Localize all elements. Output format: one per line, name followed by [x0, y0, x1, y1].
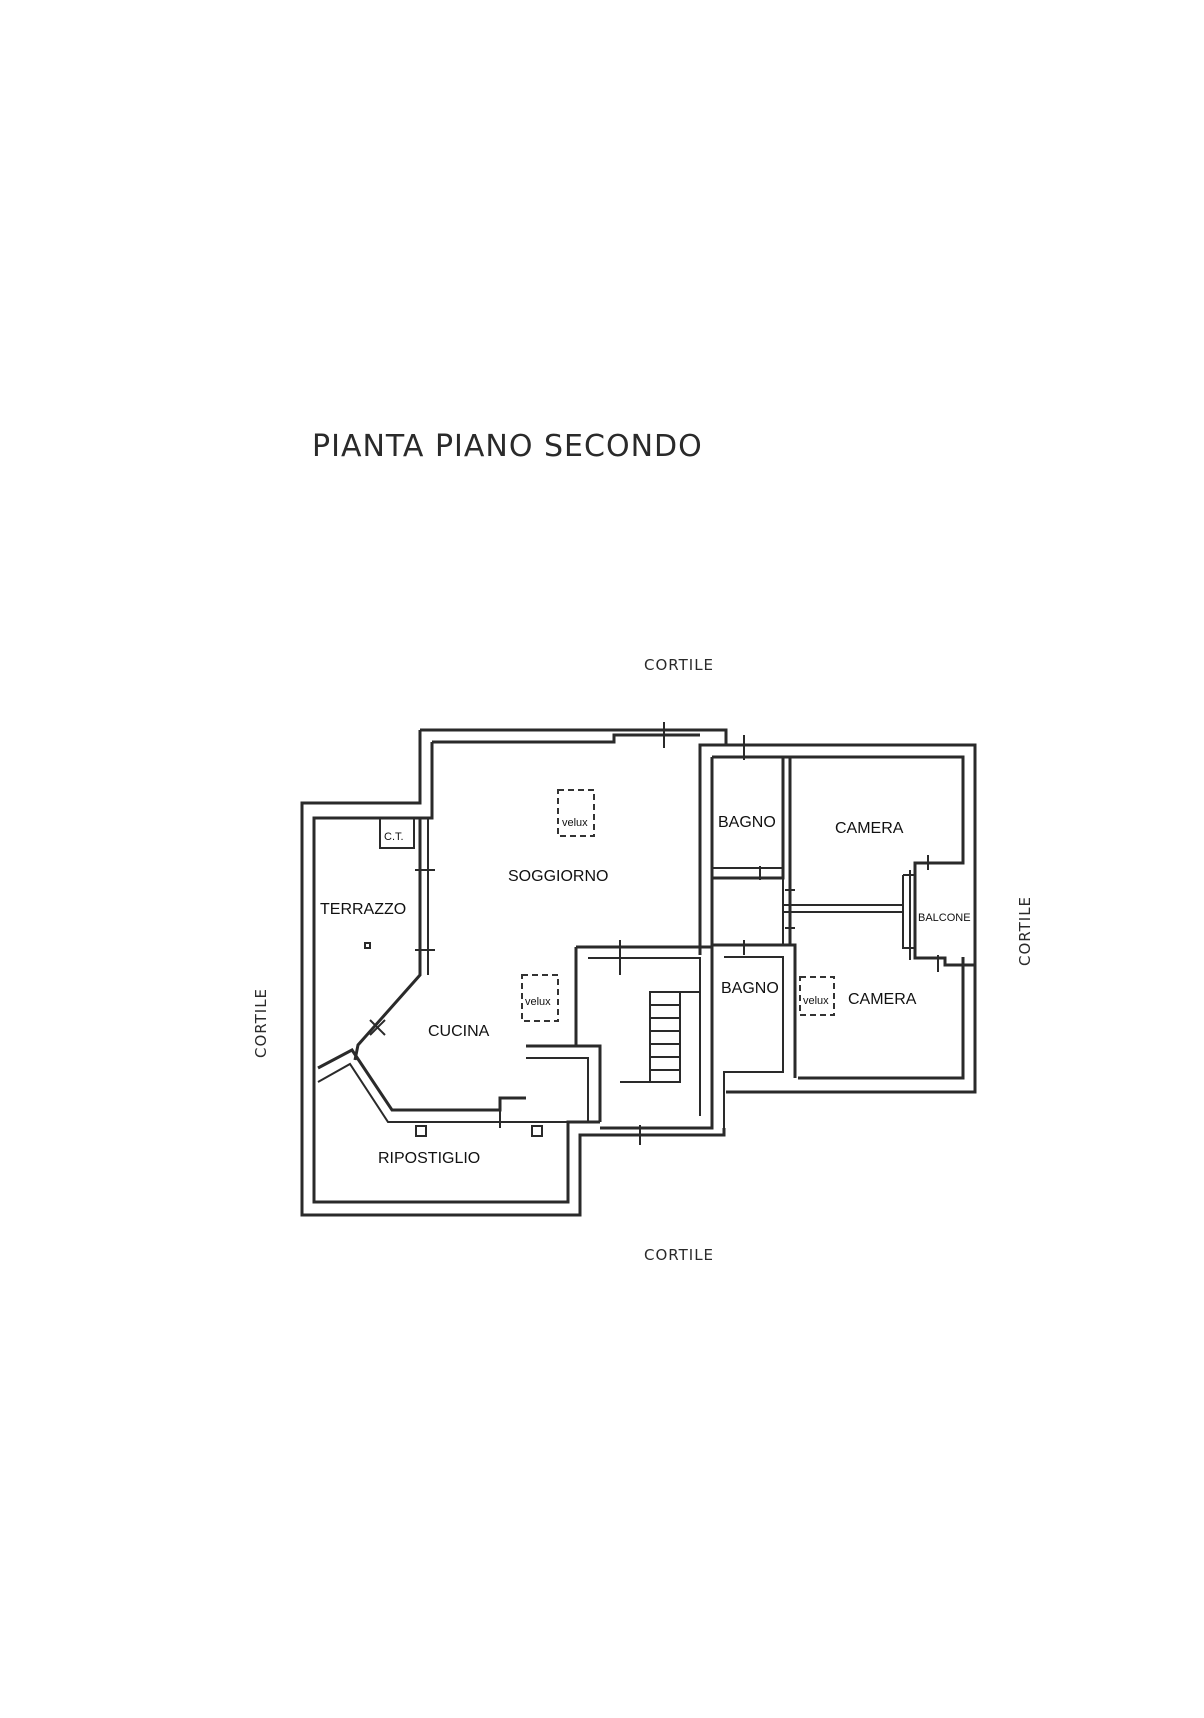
interior-walls [317, 745, 963, 1137]
cortile-east-label: CORTILE [1016, 896, 1034, 966]
velux-skylight-2 [521, 974, 559, 1022]
camera-1-label: CAMERA [835, 820, 904, 837]
cortile-north-label: CORTILE [644, 656, 714, 674]
velux-skylight-3 [799, 976, 835, 1016]
camera-2-label: CAMERA [848, 991, 917, 1008]
cucina-label: CUCINA [428, 1023, 490, 1040]
velux-1-label: velux [562, 817, 588, 829]
plan-title: PIANTA PIANO SECONDO [312, 429, 703, 464]
soggiorno-label: SOGGIORNO [508, 868, 608, 885]
ripostiglio-label: RIPOSTIGLIO [378, 1150, 480, 1167]
column-marker [415, 1125, 427, 1137]
balcone-label: BALCONE [918, 912, 971, 924]
drain-marker [364, 942, 371, 949]
column-marker [531, 1125, 543, 1137]
cortile-west-label: CORTILE [252, 988, 270, 1058]
opening-marks [369, 722, 939, 1145]
terrazzo-label: TERRAZZO [320, 901, 406, 918]
ct-label: C.T. [384, 831, 404, 843]
velux-2-label: velux [525, 996, 551, 1008]
cortile-south-label: CORTILE [644, 1246, 714, 1264]
bagno-1-label: BAGNO [718, 814, 776, 831]
outer-walls [300, 728, 977, 1217]
velux-skylight-1 [557, 789, 595, 837]
velux-3-label: velux [803, 995, 829, 1007]
bagno-2-label: BAGNO [721, 980, 779, 997]
